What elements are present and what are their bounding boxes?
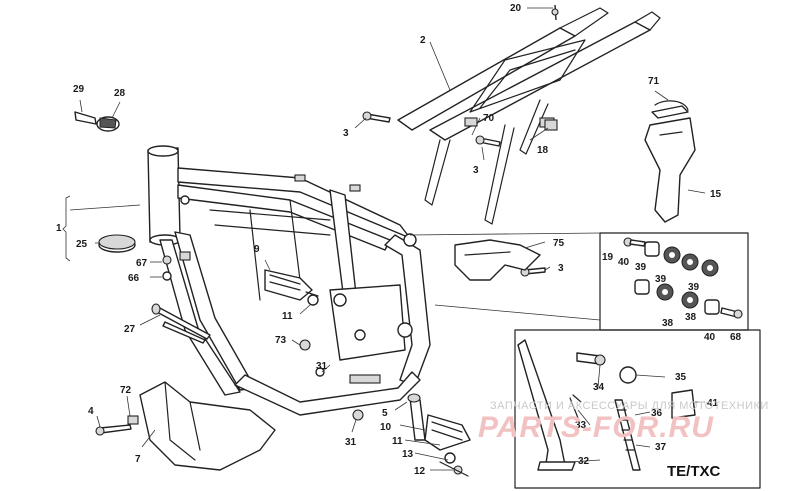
callout-9: 9: [254, 244, 260, 255]
callout-5: 5: [382, 408, 388, 419]
left-small-parts: [74, 111, 211, 344]
footpeg-lower: [407, 393, 471, 477]
bushing-inset: [409, 232, 749, 331]
callout-72: 72: [120, 385, 132, 396]
footpeg-upper: [264, 269, 319, 306]
exhaust-guards: [454, 100, 696, 281]
callout-labels: 20 2 3 70 3 18 29 28 1 25 67 66 27 9 11 …: [56, 3, 742, 477]
callout-11-upper: 11: [282, 311, 293, 322]
callout-3-middle: 3: [473, 165, 479, 176]
callout-70: 70: [483, 113, 495, 124]
rear-subframe: [397, 7, 661, 225]
callout-34: 34: [593, 382, 605, 393]
callout-4: 4: [88, 406, 94, 417]
misc-fasteners: [299, 339, 364, 421]
callout-38-left: 38: [662, 318, 674, 329]
callout-31-lower: 31: [345, 437, 357, 448]
callout-66: 66: [128, 273, 140, 284]
callout-37: 37: [655, 442, 667, 453]
callout-20: 20: [510, 3, 522, 14]
callout-15: 15: [710, 189, 722, 200]
callout-10: 10: [380, 422, 392, 433]
callout-38-right: 38: [685, 312, 697, 323]
callout-32: 32: [578, 456, 590, 467]
leader-lines: [69, 7, 706, 471]
callout-29: 29: [73, 84, 85, 95]
callout-11-lower: 11: [392, 436, 403, 447]
callout-1: 1: [56, 223, 62, 234]
main-frame: [147, 145, 431, 416]
callout-2: 2: [420, 35, 426, 46]
callout-18: 18: [537, 145, 549, 156]
callout-67: 67: [136, 258, 148, 269]
callout-33: 33: [575, 420, 587, 431]
callout-41: 41: [707, 398, 719, 409]
callout-25: 25: [76, 239, 88, 250]
callout-40-upper: 40: [618, 257, 630, 268]
watermark: ЗАПЧАСТИ И АКСЕССУАРЫ ДЛЯ МОТОТЕХНИКИ PA…: [478, 400, 769, 444]
callout-40-lower: 40: [704, 332, 716, 343]
callout-35: 35: [675, 372, 687, 383]
callout-7: 7: [135, 454, 141, 465]
callout-75: 75: [553, 238, 565, 249]
callout-27: 27: [124, 324, 136, 335]
callout-39-right: 39: [688, 282, 700, 293]
callout-12: 12: [414, 466, 426, 477]
callout-73: 73: [275, 335, 287, 346]
callout-3-lower: 3: [558, 263, 564, 274]
callout-68: 68: [730, 332, 742, 343]
callout-71: 71: [648, 76, 660, 87]
callout-39-left: 39: [635, 262, 647, 273]
group-bracket: [62, 195, 71, 262]
inset-variant-label: TE/TXC: [667, 463, 721, 480]
callout-31-upper: 31: [316, 361, 328, 372]
callout-28: 28: [114, 88, 126, 99]
callout-36: 36: [651, 408, 663, 419]
callout-3-upper: 3: [343, 128, 349, 139]
skid-plate: [95, 381, 276, 471]
watermark-brand: PARTS-FOR.RU: [478, 411, 714, 444]
callout-19: 19: [602, 252, 614, 263]
callout-13: 13: [402, 449, 414, 460]
watermark-caption: ЗАПЧАСТИ И АКСЕССУАРЫ ДЛЯ МОТОТЕХНИКИ: [490, 400, 769, 412]
callout-39-middle: 39: [655, 274, 667, 285]
